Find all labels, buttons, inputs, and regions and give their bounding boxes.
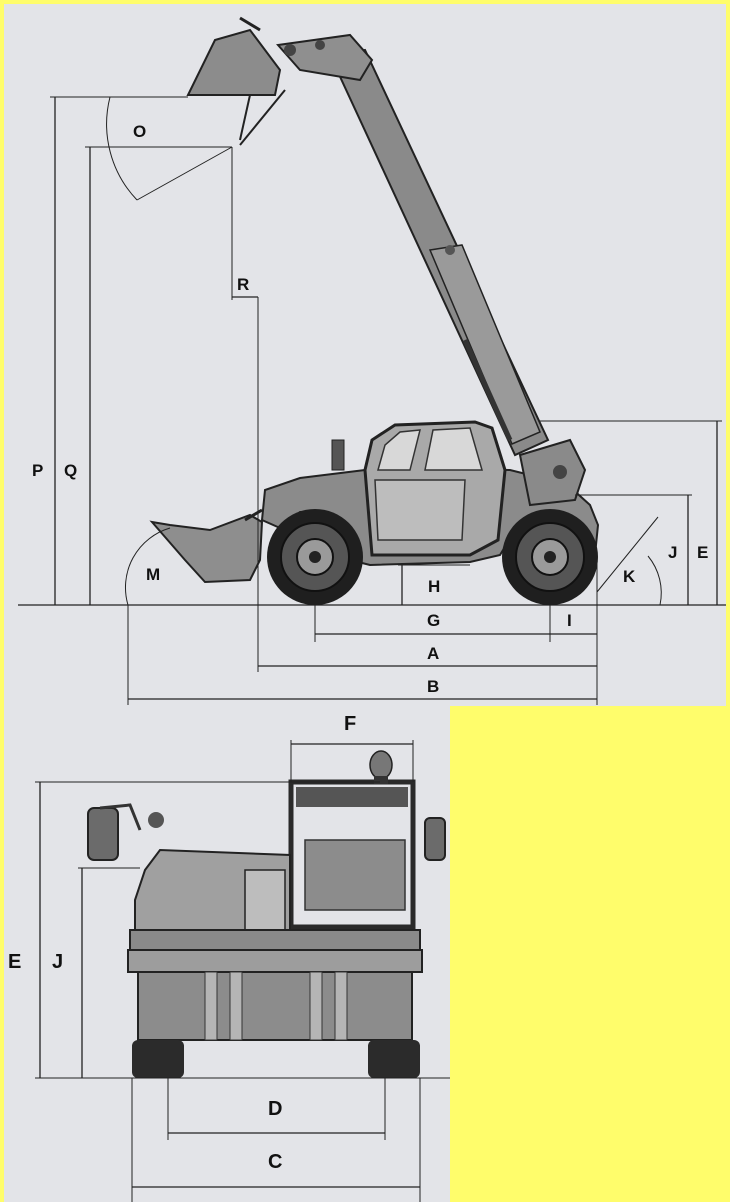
label-J: J <box>668 543 677 562</box>
label-B: B <box>427 677 439 696</box>
label-E-rear: E <box>8 951 21 973</box>
label-O: O <box>133 122 146 141</box>
label-H: H <box>428 577 440 596</box>
side-dimension-lines <box>50 96 722 705</box>
rear-wheel <box>502 509 598 605</box>
rear-dimension-lines <box>35 740 450 1202</box>
label-G: G <box>427 611 440 630</box>
label-I: I <box>567 611 572 630</box>
label-D: D <box>268 1098 282 1120</box>
raised-bucket <box>186 16 286 146</box>
telescopic-boom <box>276 33 550 457</box>
front-wheel <box>267 509 363 605</box>
rear-cab <box>288 750 416 930</box>
rear-view-wheels <box>132 1040 420 1078</box>
rear-view: F E J D C <box>8 713 450 1202</box>
lowered-bucket <box>149 508 264 584</box>
label-A: A <box>427 644 439 663</box>
side-view: O R P Q M H G I A B K J E <box>18 16 726 705</box>
label-M: M <box>146 565 160 584</box>
label-F: F <box>344 713 356 735</box>
label-C: C <box>268 1151 282 1173</box>
label-J-rear: J <box>52 951 63 973</box>
label-R: R <box>237 275 249 294</box>
label-P: P <box>32 461 43 480</box>
rear-body <box>127 848 423 1041</box>
label-Q: Q <box>64 461 77 480</box>
label-E: E <box>697 543 708 562</box>
rear-mirrors <box>87 803 446 861</box>
label-K: K <box>623 567 636 586</box>
